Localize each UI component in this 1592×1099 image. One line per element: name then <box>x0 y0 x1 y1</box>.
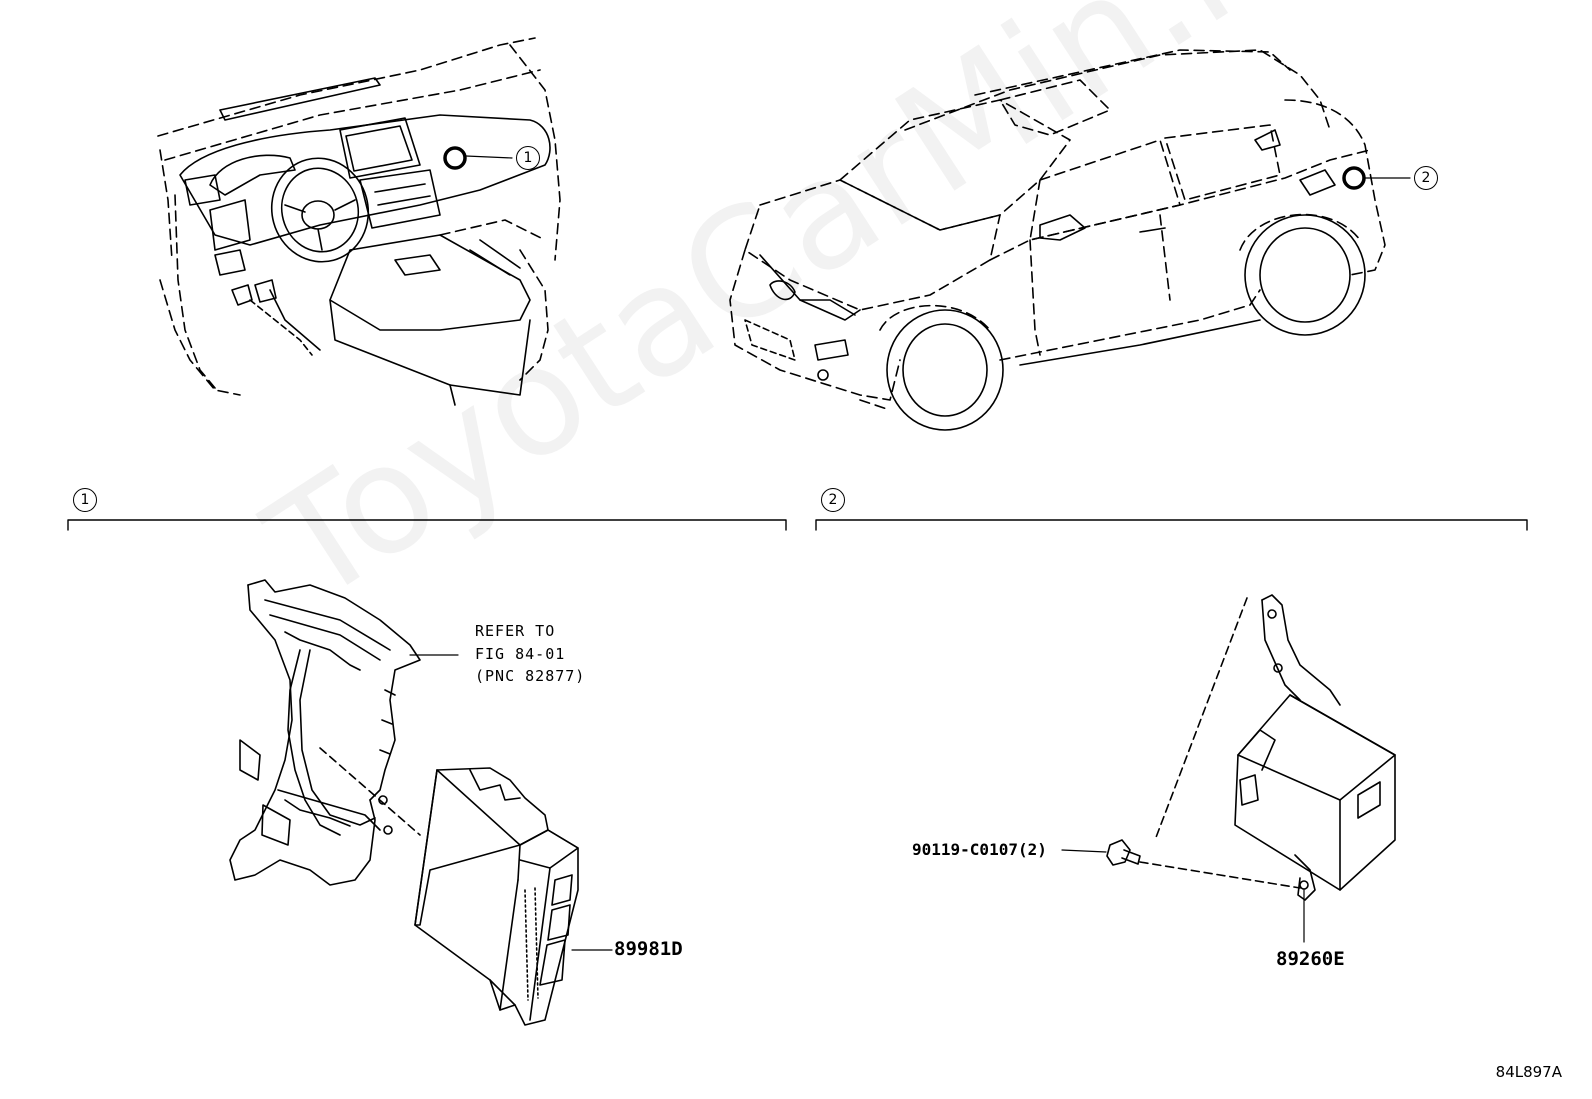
refer-note-line2: FIG 84-01 <box>475 645 566 663</box>
part-number-bolt[interactable]: 90119-C0107(2) <box>912 840 1047 859</box>
diagram-code: 84L897A <box>1495 1063 1562 1081</box>
bolt-illustration <box>1061 839 1141 866</box>
section-brackets <box>67 519 1528 531</box>
refer-note-line3: (PNC 82877) <box>475 667 586 685</box>
part-number-89260e[interactable]: 89260E <box>1276 948 1345 970</box>
refer-note-line1: REFER TO <box>475 622 556 640</box>
bracket-part-illustration <box>229 579 459 886</box>
part-number-89981d[interactable]: 89981D <box>614 938 683 960</box>
section-1-marker: 1 <box>73 488 97 512</box>
callout-1: 1 <box>516 146 540 170</box>
section-2-marker: 2 <box>821 488 845 512</box>
callout-2: 2 <box>1414 166 1438 190</box>
vehicle-illustration <box>729 49 1411 431</box>
dashboard-illustration <box>157 37 561 406</box>
ecu-89260e-illustration <box>1139 594 1396 943</box>
ecu-89981d-illustration <box>414 767 613 1026</box>
